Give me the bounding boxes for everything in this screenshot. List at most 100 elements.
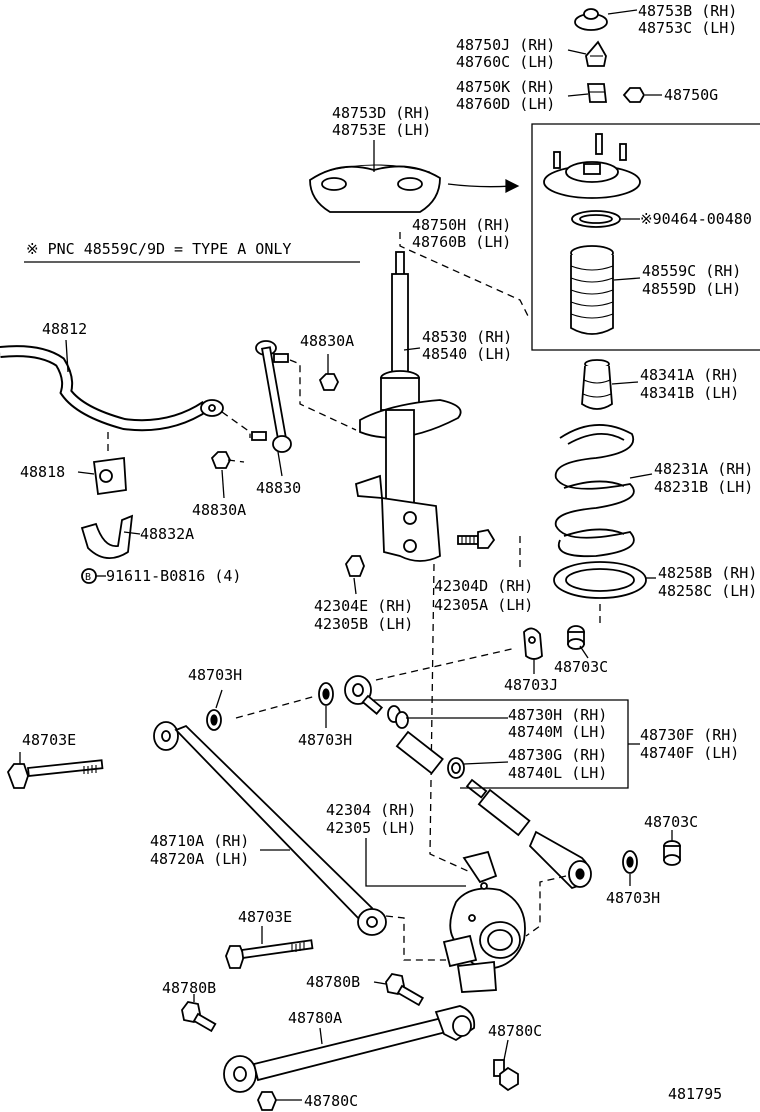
leader-48830A-bottom	[221, 469, 225, 499]
label-48780A: 48780A	[288, 1009, 342, 1027]
sleeve-48730G[interactable]	[395, 730, 444, 775]
cushion-48750K[interactable]	[586, 83, 608, 103]
label-48703E-a: 48703E	[22, 731, 76, 749]
washer-48740M[interactable]	[387, 705, 409, 729]
leader-48559	[613, 277, 641, 281]
lower-arm-48710A[interactable]	[153, 721, 387, 936]
label-90464: ※90464-00480	[640, 210, 752, 228]
leader-48730G	[463, 761, 509, 765]
washer-48703H-b[interactable]	[318, 682, 334, 706]
washer-48703J[interactable]	[523, 627, 543, 660]
strut-rod-48730F[interactable]	[465, 778, 592, 890]
label-48231B: 48231B (LH)	[654, 478, 753, 496]
label-48780C-a: 48780C	[488, 1022, 542, 1040]
label-48750H: 48750H (RH)	[412, 216, 511, 234]
leader-48703C-top	[579, 645, 589, 659]
nut-42304E[interactable]	[344, 555, 365, 577]
suspension-support-plate[interactable]	[309, 164, 441, 213]
label-48720A: 48720A (LH)	[150, 850, 249, 868]
dash-link-to-shock	[289, 359, 357, 431]
leader-48812	[65, 339, 69, 373]
label-48780B-b: 48780B	[306, 973, 360, 991]
bound-stopper-48341[interactable]	[581, 359, 613, 410]
washer-48703H-c[interactable]	[622, 850, 638, 874]
label-48730F: 48730F (RH)	[640, 726, 739, 744]
bolt-48703E-b[interactable]	[225, 939, 314, 969]
label-48559D: 48559D (LH)	[642, 280, 741, 298]
leader-48341	[611, 381, 639, 385]
washer-48703H-a[interactable]	[206, 709, 222, 731]
leader-48530	[403, 347, 421, 351]
label-48780B-a: 48780B	[162, 979, 216, 997]
bracket-48832A[interactable]	[80, 514, 134, 559]
leader-48830	[277, 451, 283, 477]
upper-support-cap[interactable]	[574, 8, 608, 31]
nut-48780C-right[interactable]	[493, 1059, 519, 1092]
shock-absorber-48530[interactable]	[354, 251, 462, 562]
label-48760B: 48760B (LH)	[412, 233, 511, 251]
label-42305: 42305 (LH)	[326, 819, 416, 837]
label-48753D: 48753D (RH)	[332, 104, 431, 122]
type-a-box	[531, 123, 760, 351]
spring-seat-48258[interactable]	[553, 561, 647, 599]
label-48753E: 48753E (LH)	[332, 121, 431, 139]
nut-48780C-left[interactable]	[257, 1091, 277, 1111]
rear-axle-carrier-42304[interactable]	[442, 850, 526, 993]
label-48530: 48530 (RH)	[422, 328, 512, 346]
label-48703C-mid: 48703C	[644, 813, 698, 831]
stabilizer-link-48830[interactable]	[251, 340, 292, 453]
label-48341B: 48341B (LH)	[640, 384, 739, 402]
label-48258B: 48258B (RH)	[658, 564, 757, 582]
label-48812: 48812	[42, 320, 87, 338]
support-mount-with-studs[interactable]	[543, 133, 641, 199]
coil-spring-48231[interactable]	[554, 424, 635, 558]
dash-48750H	[399, 232, 529, 317]
label-48258C: 48258C (LH)	[658, 582, 757, 600]
label-48710A: 48710A (RH)	[150, 832, 249, 850]
leader-48818	[77, 471, 95, 475]
dash-link-to-bar	[221, 411, 251, 438]
type-a-note: ※ PNC 48559C/9D = TYPE A ONLY	[26, 240, 291, 258]
label-48750J: 48750J (RH)	[456, 36, 555, 54]
bolt-48780B-a[interactable]	[181, 1001, 217, 1033]
nut-48830A-top[interactable]	[318, 373, 340, 391]
diagram-number: 481795	[668, 1085, 722, 1103]
leader-48750J	[567, 49, 587, 55]
leader-42304E	[353, 577, 357, 595]
label-48540: 48540 (LH)	[422, 345, 512, 363]
label-48740L: 48740L (LH)	[508, 764, 607, 782]
washer-48740L[interactable]	[447, 757, 465, 779]
stabilizer-bar-48812[interactable]	[0, 345, 224, 432]
label-48703H-a: 48703H	[188, 666, 242, 684]
leader-48750K	[567, 93, 589, 97]
leader-48780B-b	[373, 981, 387, 985]
spring-bumper-boot[interactable]	[570, 245, 614, 335]
dash-48703H	[235, 695, 317, 719]
stabilizer-bushing-48818[interactable]	[92, 456, 127, 496]
bolt-48703E-a[interactable]	[6, 759, 104, 789]
label-48703H-c: 48703H	[606, 889, 660, 907]
dust-seal-90464[interactable]	[571, 210, 621, 228]
label-48818: 48818	[20, 463, 65, 481]
cushion-nut-48750J[interactable]	[585, 40, 607, 67]
label-48730H: 48730H (RH)	[508, 706, 607, 724]
nut-48830A-bottom[interactable]	[210, 451, 232, 469]
leader-48780A	[319, 1027, 323, 1045]
lateral-rod-48730H[interactable]	[344, 675, 384, 715]
nut-48750G[interactable]	[622, 87, 646, 103]
label-48830A-top: 48830A	[300, 332, 354, 350]
label-48750G: 48750G	[664, 86, 718, 104]
dash-strut-to-carrier	[525, 875, 567, 937]
label-48760C: 48760C (LH)	[456, 53, 555, 71]
dash-48830A	[227, 459, 245, 463]
dash-center-line	[429, 563, 471, 873]
bushing-48703C-top[interactable]	[567, 625, 585, 650]
toe-control-link-48780A[interactable]	[223, 1005, 476, 1093]
label-42305A: 42305A (LH)	[434, 596, 533, 614]
bolt-42304D[interactable]	[457, 528, 496, 549]
bushing-48703C-mid[interactable]	[663, 840, 681, 866]
dash-arm-to-carrier	[385, 915, 446, 961]
bolt-48780B-b[interactable]	[385, 973, 425, 1007]
leader-48703H-a	[215, 689, 223, 709]
